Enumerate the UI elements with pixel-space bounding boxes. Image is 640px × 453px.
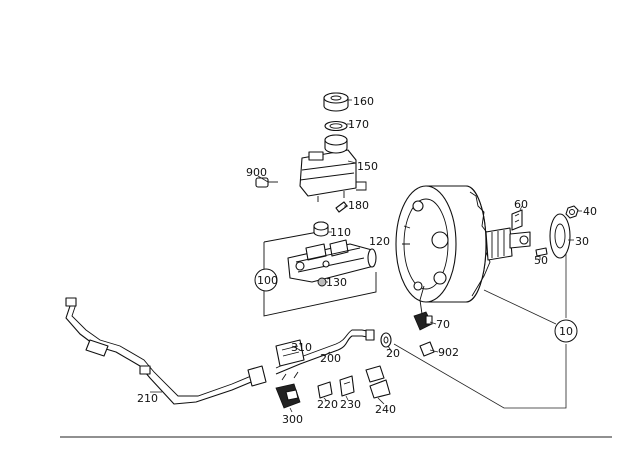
callout-circle-100 [254, 268, 278, 292]
callout-170[interactable]: 170 [348, 118, 369, 131]
seal-130[interactable] [317, 277, 327, 287]
callout-180[interactable]: 180 [348, 199, 369, 212]
callout-10[interactable]: 10 [559, 325, 573, 338]
callout-50[interactable]: 50 [534, 254, 548, 267]
vacuum-line-200[interactable] [275, 329, 375, 375]
clip-240[interactable] [365, 365, 391, 399]
callout-130[interactable]: 130 [326, 276, 347, 289]
seal-110[interactable] [313, 221, 329, 237]
brake-fluid-reservoir-150[interactable] [299, 134, 367, 202]
callout-300[interactable]: 300 [282, 413, 303, 426]
callout-110[interactable]: 110 [330, 226, 351, 239]
leader-lines [150, 99, 582, 413]
pin-180[interactable] [335, 201, 348, 213]
connector-902[interactable] [419, 341, 435, 357]
callout-40[interactable]: 40 [583, 205, 597, 218]
callout-70[interactable]: 70 [436, 318, 450, 331]
callout-240[interactable]: 240 [375, 403, 396, 416]
reservoir-cap-160[interactable] [323, 92, 349, 112]
bracket-310[interactable] [275, 339, 305, 367]
callout-220[interactable]: 220 [317, 398, 338, 411]
vacuum-line-210[interactable] [65, 297, 267, 405]
clip-220[interactable] [317, 381, 333, 399]
master-cylinder-120[interactable] [287, 239, 377, 283]
callout-60[interactable]: 60 [514, 198, 528, 211]
level-sensor-900[interactable] [255, 177, 278, 188]
bolt-50[interactable] [535, 247, 548, 257]
callout-120[interactable]: 120 [369, 235, 390, 248]
callout-200[interactable]: 200 [320, 352, 341, 365]
vacuum-sensor-70[interactable] [413, 285, 433, 331]
bracket-60[interactable] [511, 209, 523, 231]
callout-310[interactable]: 310 [291, 341, 312, 354]
callout-circle-10 [554, 319, 578, 343]
callout-230[interactable]: 230 [340, 398, 361, 411]
callout-160[interactable]: 160 [353, 95, 374, 108]
callout-902[interactable]: 902 [438, 346, 459, 359]
callout-30[interactable]: 30 [575, 235, 589, 248]
gasket-30[interactable] [549, 213, 571, 259]
callout-210[interactable]: 210 [137, 392, 158, 405]
callout-900[interactable]: 900 [246, 166, 267, 179]
nut-40[interactable] [565, 205, 579, 219]
callout-100[interactable]: 100 [257, 274, 278, 287]
grommet-20[interactable] [380, 332, 392, 348]
callout-20[interactable]: 20 [386, 347, 400, 360]
seal-ring-170[interactable] [324, 120, 348, 132]
clip-230[interactable] [339, 375, 355, 397]
brake-booster-10[interactable] [395, 185, 531, 303]
callout-150[interactable]: 150 [357, 160, 378, 173]
check-valve-300[interactable] [275, 371, 301, 409]
